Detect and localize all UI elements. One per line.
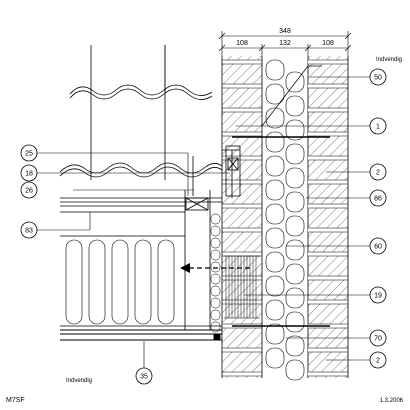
callout-86-label: 86 (374, 196, 382, 203)
callout-19: 19 (369, 286, 387, 304)
dimension-total: 348 (279, 28, 291, 35)
callout-19-label: 19 (374, 293, 382, 300)
callout-70-label: 70 (374, 336, 382, 343)
callout-60-label: 60 (374, 244, 382, 251)
callout-1-label: 1 (376, 124, 380, 131)
inside-label-top: Indvendig (376, 57, 402, 63)
batten-hatch (224, 255, 260, 319)
callout-25-label: 25 (25, 151, 33, 158)
callout-18: 18 (20, 164, 38, 182)
wall-section (221, 56, 349, 381)
inner-brick-leaf (308, 56, 349, 378)
callout-1: 1 (369, 117, 387, 135)
ceiling-insulation (60, 235, 222, 327)
callout-26: 26 (20, 181, 38, 199)
callout-35: 35 (135, 367, 153, 385)
callout-60: 60 (369, 237, 387, 255)
callout-2-upper: 2 (369, 163, 387, 181)
callout-25: 25 (20, 144, 38, 162)
inside-label-bottom: Indvendig (66, 378, 92, 384)
outer-brick-leaf (221, 56, 263, 378)
callout-2-upper-label: 2 (376, 170, 380, 177)
callout-86: 86 (369, 189, 387, 207)
roof-structure (60, 145, 241, 330)
callout-50-label: 50 (374, 75, 382, 82)
callout-70: 70 (369, 329, 387, 347)
ventilation-arrow (180, 263, 250, 273)
callout-83: 83 (20, 221, 38, 239)
callout-2-lower-label: 2 (376, 358, 380, 365)
wall-plate-insulation (210, 213, 221, 333)
dimension-line (218, 31, 352, 56)
callout-83-label: 83 (25, 228, 33, 235)
dimension-segment-cavity: 132 (279, 40, 291, 47)
callout-35-label: 35 (140, 374, 148, 381)
drawing-code: M7SF (6, 397, 25, 404)
callout-26-label: 26 (25, 188, 33, 195)
callout-18-label: 18 (25, 171, 33, 178)
wall-ties (232, 136, 330, 327)
dimension-segment-outer: 108 (236, 40, 248, 47)
roof-tiles (59, 45, 223, 180)
cavity-insulation (265, 56, 309, 381)
callout-2-lower: 2 (369, 351, 387, 369)
dimension-segment-inner: 108 (322, 40, 334, 47)
leader-lines (37, 76, 370, 368)
callout-50: 50 (369, 68, 387, 86)
ceiling-boards (60, 329, 222, 341)
drawing-date: 1.3.2006 (380, 398, 404, 404)
